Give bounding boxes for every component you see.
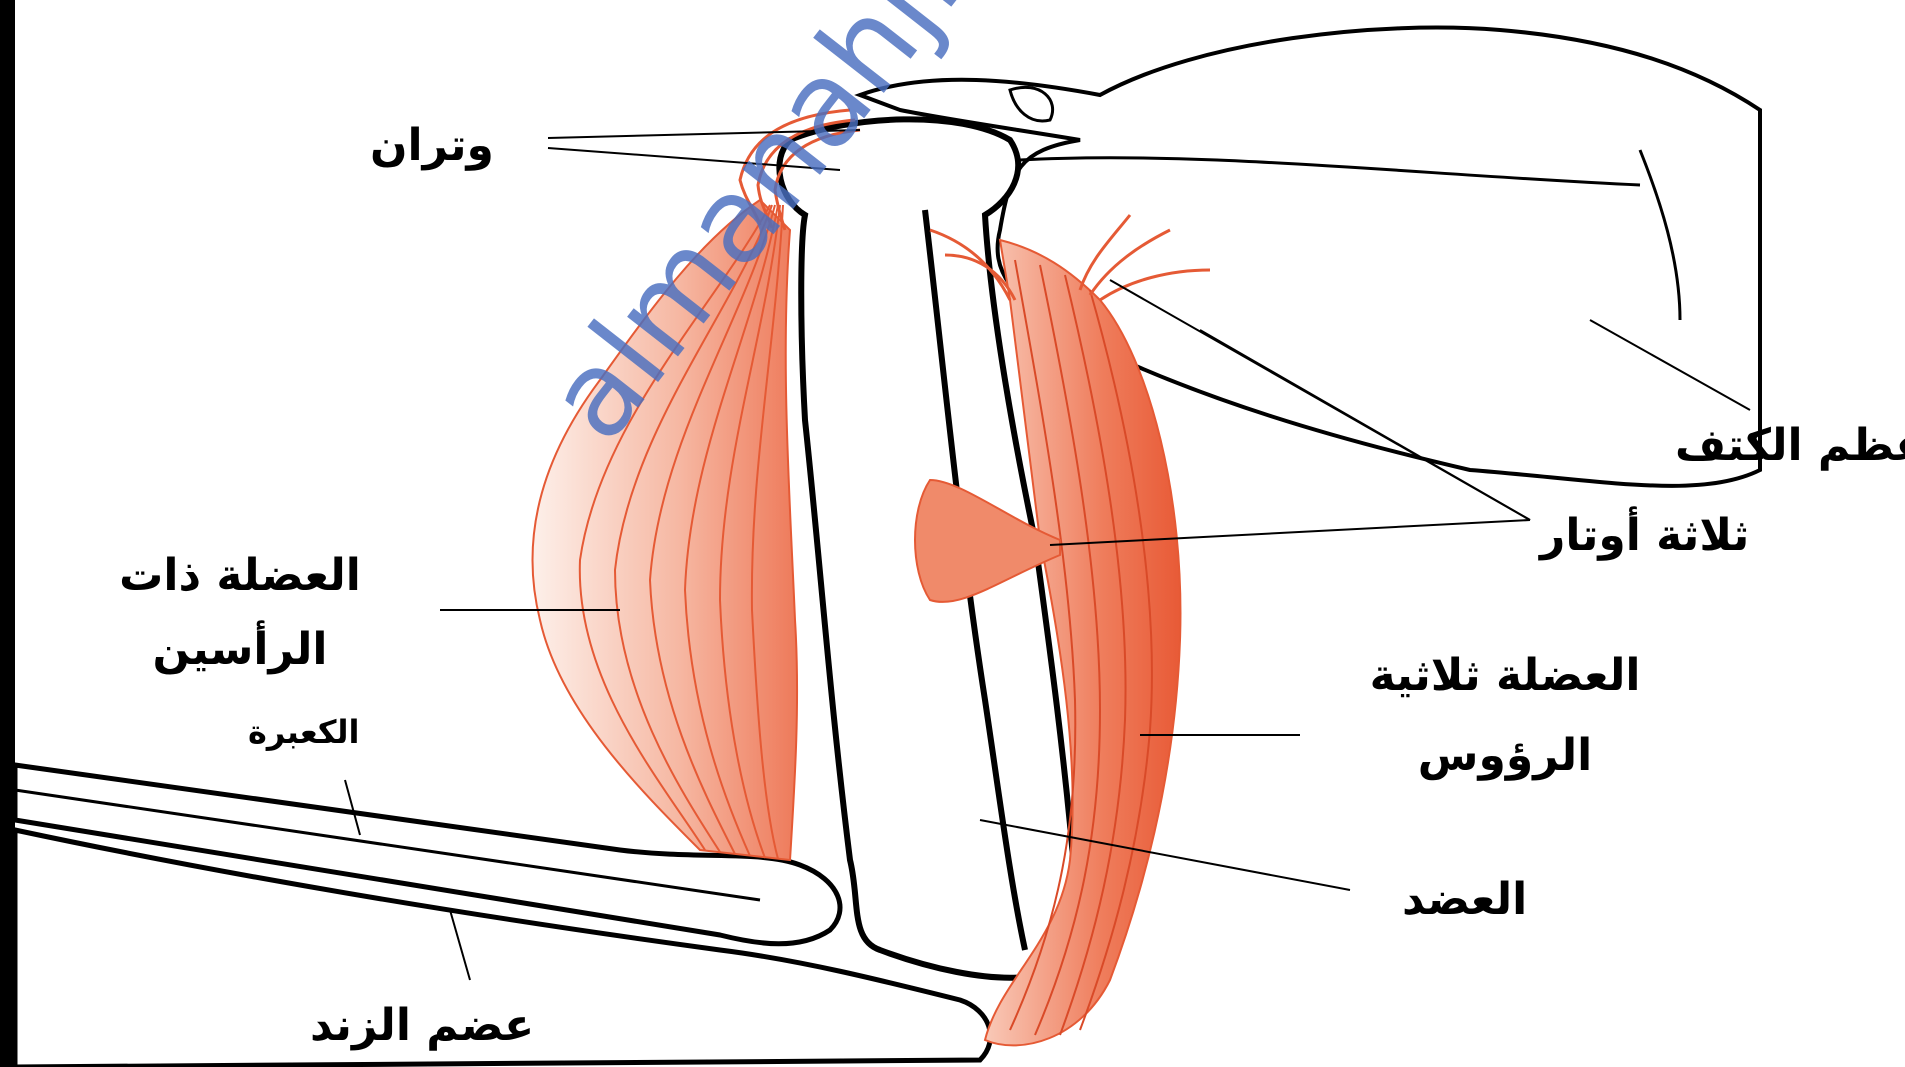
label-two-tendons: وتران (370, 118, 494, 173)
label-radius: الكعبرة (248, 712, 360, 752)
label-three-tendons: ثلاثة أوتار (1540, 508, 1749, 563)
label-humerus: العضد (1402, 872, 1527, 927)
label-biceps-line2: الرأسين (115, 622, 365, 677)
label-triceps-line2: الرؤوس (1355, 728, 1655, 783)
label-ulna: عضم الزند (310, 998, 534, 1053)
label-scapula: عظم الكتف (1675, 418, 1905, 473)
label-biceps-line1: العضلة ذات (115, 548, 365, 603)
label-triceps-line1: العضلة ثلاثية (1355, 648, 1655, 703)
